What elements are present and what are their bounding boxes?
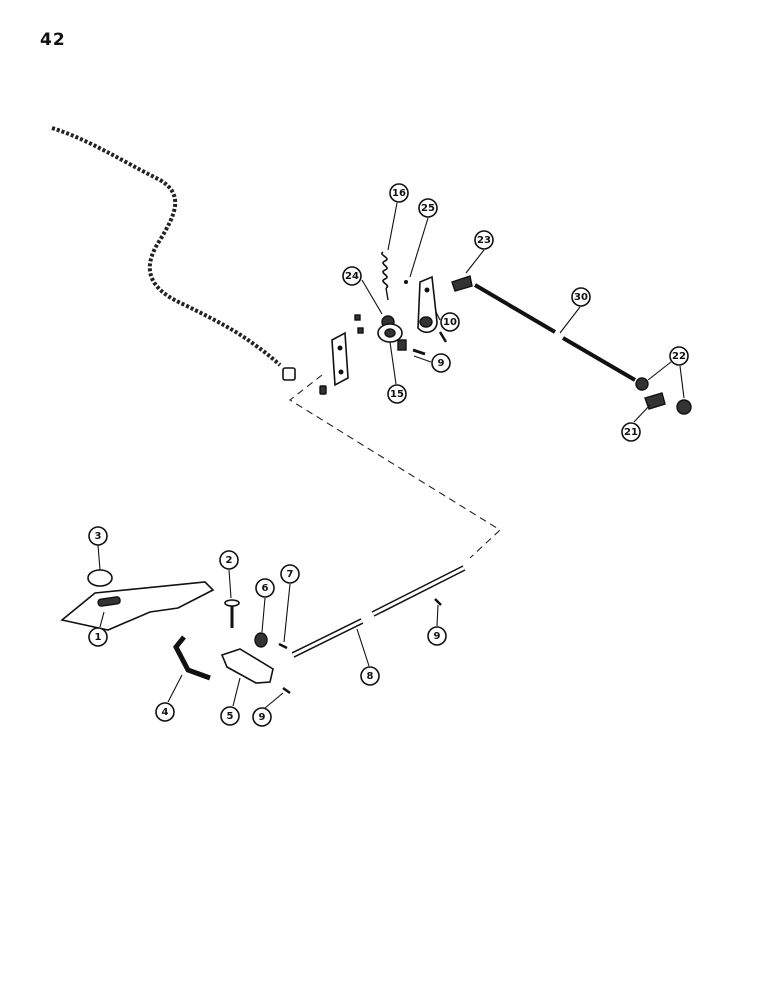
lever-boss	[419, 316, 433, 328]
callout-circle	[220, 706, 240, 726]
callout-number: 10	[443, 317, 457, 328]
callout-c9c: 9	[431, 353, 451, 373]
callout-circle	[219, 550, 239, 570]
callout-circle	[431, 353, 451, 373]
pedal-plug	[87, 569, 113, 587]
callout-circle	[255, 578, 275, 598]
callout-c3: 3	[88, 526, 108, 546]
callout-c6: 6	[255, 578, 275, 598]
pedal-bolt	[224, 599, 240, 628]
callout-number: 30	[574, 292, 588, 303]
bracket-nut	[319, 385, 327, 395]
callout-circle	[669, 346, 689, 366]
callout-c9a: 9	[252, 707, 272, 727]
callout-circle	[389, 183, 409, 203]
rod-swivel	[451, 275, 473, 292]
callout-c22: 22	[669, 346, 689, 366]
cross-shaft	[372, 566, 465, 616]
throttle-cable	[51, 126, 282, 367]
callout-c8: 8	[360, 666, 380, 686]
swivel-collar	[397, 339, 407, 351]
lever-pin	[412, 348, 426, 356]
callout-circle	[621, 422, 641, 442]
callout-number: 6	[262, 583, 269, 594]
bracket-hole	[338, 369, 344, 375]
callout-number: 3	[95, 531, 102, 542]
cotter-pin	[404, 280, 408, 284]
callout-number: 15	[390, 389, 404, 400]
pedal-rod	[173, 635, 211, 681]
cable-end-fitting	[282, 367, 296, 381]
callout-number: 2	[226, 555, 233, 566]
callout-circle	[440, 312, 460, 332]
cross-shaft	[292, 619, 363, 657]
callout-number: 8	[367, 671, 374, 682]
callout-circle	[252, 707, 272, 727]
callout-c16: 16	[389, 183, 409, 203]
control-rod	[473, 283, 557, 334]
callout-number: 16	[392, 188, 406, 199]
leader-lines	[97, 202, 685, 709]
callout-number: 5	[227, 711, 234, 722]
return-spring	[381, 251, 389, 301]
pedal-slot	[97, 596, 121, 607]
callout-c23: 23	[474, 230, 494, 250]
callout-number: 9	[434, 631, 441, 642]
bracket-pin	[357, 327, 364, 334]
callout-number: 7	[287, 569, 294, 580]
callout-number: 21	[624, 427, 638, 438]
foot-pedal	[60, 581, 215, 631]
callout-number: 4	[162, 707, 169, 718]
callout-circle	[280, 564, 300, 584]
callout-c30: 30	[571, 287, 591, 307]
callout-number: 1	[95, 632, 102, 643]
callout-circle	[387, 384, 407, 404]
pin	[282, 686, 291, 695]
callout-number: 9	[438, 358, 445, 369]
callout-c2: 2	[219, 550, 239, 570]
callout-c25: 25	[418, 198, 438, 218]
callout-number: 25	[421, 203, 435, 214]
callout-c9b: 9	[427, 626, 447, 646]
page-number: 42	[40, 30, 66, 50]
callout-circle	[155, 702, 175, 722]
retainer-pin	[438, 331, 448, 343]
callout-circle	[342, 266, 362, 286]
callout-c15: 15	[387, 384, 407, 404]
callout-c21: 21	[621, 422, 641, 442]
callout-c4: 4	[155, 702, 175, 722]
callout-number: 9	[259, 712, 266, 723]
callout-circle	[427, 626, 447, 646]
bracket-hole	[337, 345, 343, 351]
lever-hole	[424, 287, 430, 293]
callout-circle	[571, 287, 591, 307]
callout-circle	[88, 526, 108, 546]
jam-nut	[676, 399, 692, 415]
swivel-roller-hole	[384, 328, 396, 338]
pin	[278, 642, 288, 650]
callout-number: 24	[345, 271, 359, 282]
callout-circle	[88, 627, 108, 647]
pedal-arm	[220, 648, 274, 684]
callout-number: 23	[477, 235, 491, 246]
callout-c5: 5	[220, 706, 240, 726]
washer	[254, 632, 268, 648]
bracket-pin	[354, 314, 361, 321]
jam-nut	[635, 377, 649, 391]
callout-circle	[418, 198, 438, 218]
lever-bracket	[331, 331, 349, 387]
callout-c24: 24	[342, 266, 362, 286]
pin	[434, 598, 442, 606]
callout-c7: 7	[280, 564, 300, 584]
control-rod	[561, 336, 637, 382]
callout-circle	[474, 230, 494, 250]
callout-c1: 1	[88, 627, 108, 647]
callout-circle	[360, 666, 380, 686]
callout-number: 22	[672, 351, 686, 362]
callout-c10: 10	[440, 312, 460, 332]
